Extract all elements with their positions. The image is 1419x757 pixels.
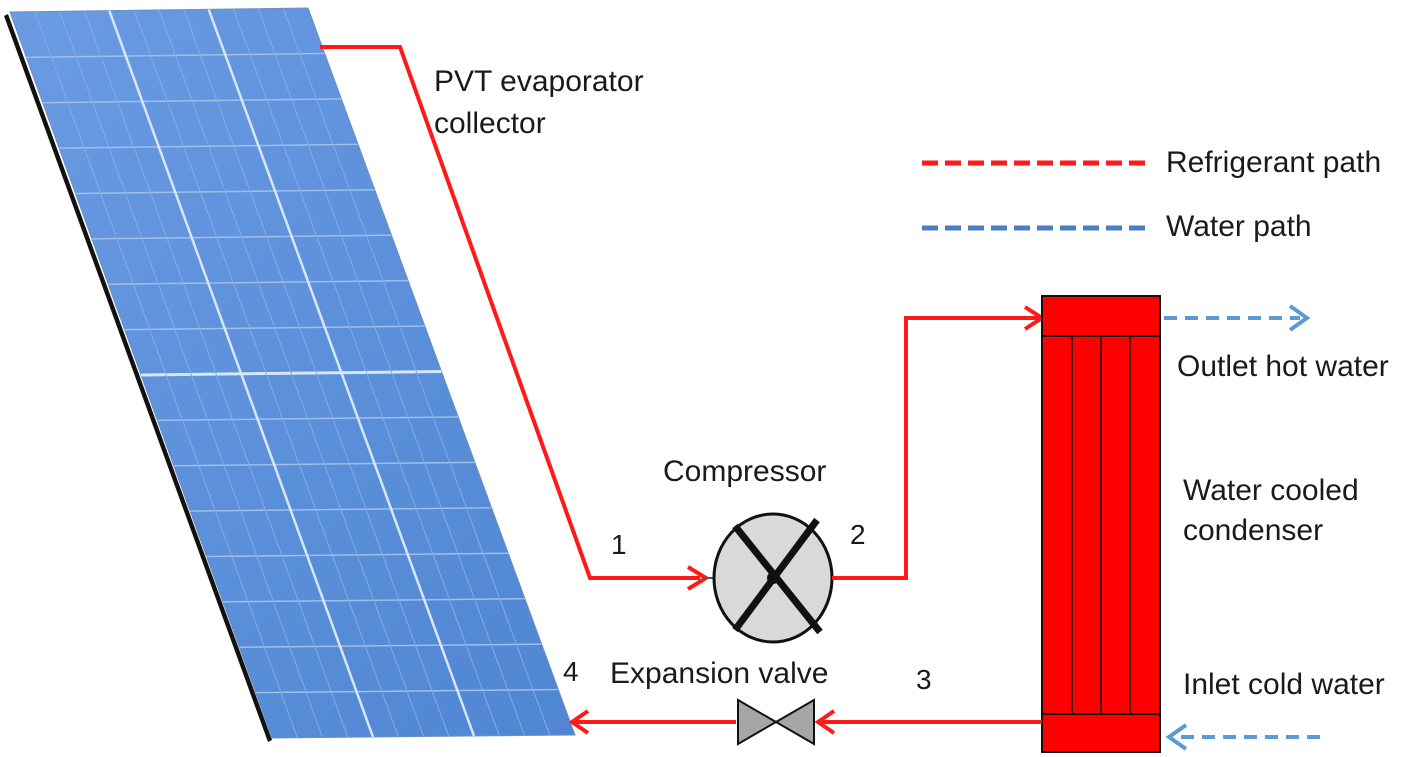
panel-column-divider [108, 10, 375, 738]
panel-column-divider [207, 8, 476, 737]
pvt-collector-label: PVT evaporator [434, 65, 644, 98]
compressor-label: Compressor [663, 455, 827, 488]
state-point-3: 3 [916, 664, 932, 695]
panel-cell-divider [34, 11, 298, 738]
water-inlet-arrowhead [1165, 723, 1188, 751]
panel-cell-divider [158, 9, 424, 737]
panel-cell-divider [59, 11, 323, 738]
pvt-collector-panel [4, 7, 576, 742]
expansion-valve-symbol [737, 698, 815, 746]
outlet-hot-water-label: Outlet hot water [1177, 350, 1389, 383]
legend-refrigerant-label: Refrigerant path [1166, 146, 1382, 179]
water-cooled-condenser-symbol [1041, 295, 1161, 753]
panel-cell-divider [84, 10, 349, 738]
refrigerant-line-collector-to-compressor [320, 45, 700, 580]
condenser-label: Water cooled [1183, 474, 1359, 507]
water-outlet-arrowhead [1288, 304, 1311, 332]
arrowhead-valve-inlet [814, 709, 836, 735]
panel-cell-grid [26, 8, 559, 738]
panel-cell-divider [233, 8, 500, 736]
compressor-symbol [703, 512, 834, 644]
panel-cell-divider [257, 8, 525, 736]
panel-cell-divider [133, 10, 399, 737]
expansion-valve-label: Expansion valve [610, 657, 829, 690]
inlet-cold-water-label: Inlet cold water [1183, 668, 1385, 701]
state-point-4: 4 [563, 656, 579, 687]
condenser-label-line2: condenser [1183, 514, 1324, 547]
legend-water-label: Water path [1166, 210, 1312, 243]
panel-cell-divider [282, 8, 551, 736]
pvt-collector-label-line2: collector [434, 107, 546, 140]
refrigerant-line-compressor-to-condenser [832, 316, 1038, 580]
state-point-1: 1 [611, 529, 627, 560]
panel-cell-divider [183, 9, 450, 737]
state-point-2: 2 [850, 519, 866, 550]
arrowhead-point-4 [568, 709, 590, 735]
